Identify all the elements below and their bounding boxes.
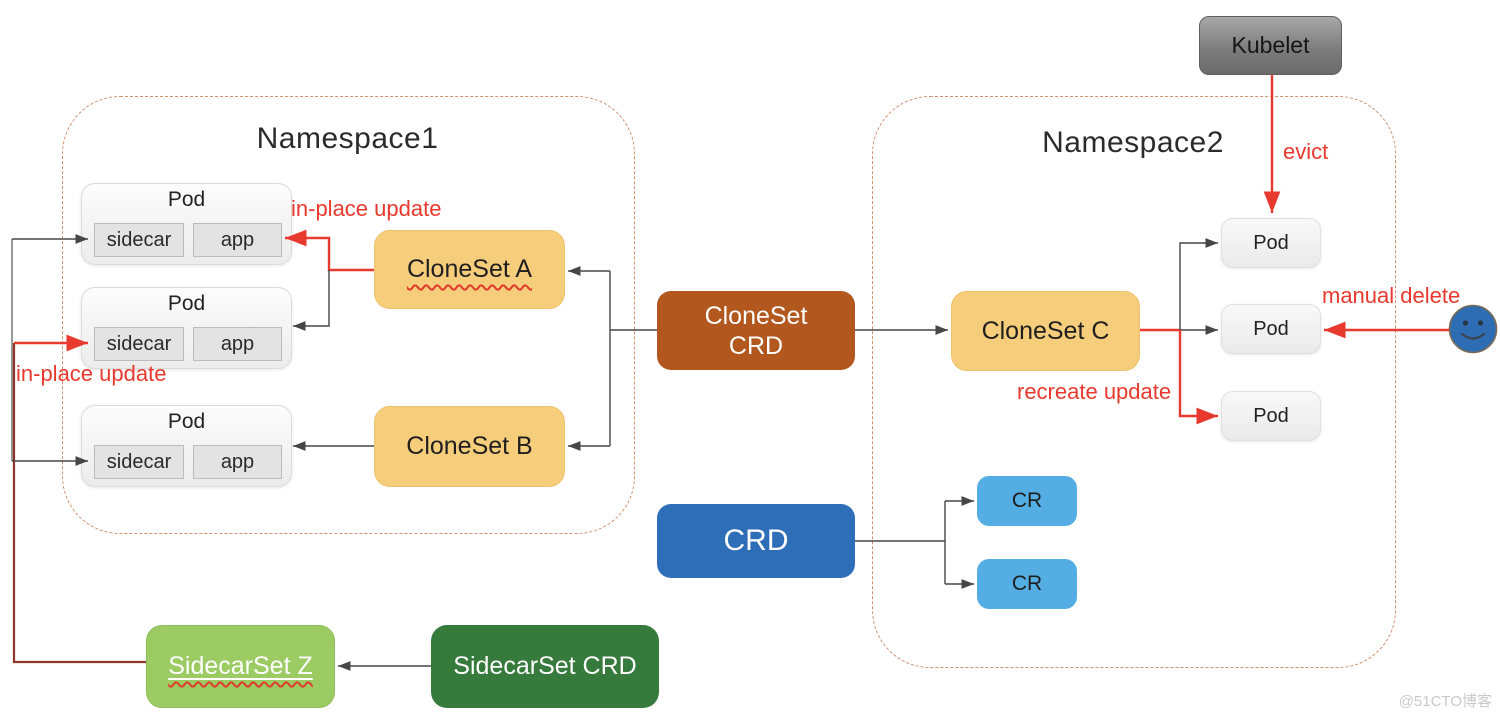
sidecarset-z-label: SidecarSet Z [168,652,313,680]
ns1-pod-1-title: Pod [167,188,206,211]
cloneset-a-label: CloneSet A [406,255,533,283]
ns1-pod-1-sidecar-container: sidecar [94,223,184,257]
manual-delete-label: manual delete [1322,283,1461,308]
in-place-update-label-left: in-place update [16,361,167,386]
cr-node-1: CR [977,476,1077,526]
ns1-pod-2: Pod sidecar app [81,287,292,369]
ns1-pod-2-app-container: app [193,327,282,361]
smiley-user-icon [1448,304,1498,354]
watermark: @51CTO博客 [1398,693,1492,710]
ns1-pod-1: Pod sidecar app [81,183,292,265]
ns1-pod-2-title: Pod [167,292,206,315]
ns1-pod-3-title: Pod [167,410,206,433]
ns2-pod-1: Pod [1221,218,1321,268]
evict-label: evict [1283,139,1329,164]
recreate-update-label: recreate update [1017,379,1172,404]
ns1-pod-2-sidecar-container: sidecar [94,327,184,361]
sidecarset-z-label-wrap: SidecarSet Z [168,652,313,681]
in-place-update-label-top: in-place update [291,196,442,221]
cloneset-b-node: CloneSet B [374,406,565,487]
sidecarset-crd-node: SidecarSet CRD [431,625,659,708]
namespace2-title: Namespace2 [1042,126,1224,159]
cloneset-a-node: CloneSet A [374,230,565,309]
ns1-pod-3-sidecar-container: sidecar [94,445,184,479]
cr-node-2: CR [977,559,1077,609]
sidecarset-z-node: SidecarSet Z [146,625,335,708]
cloneset-c-node: CloneSet C [951,291,1140,371]
ns1-pod-3-app-container: app [193,445,282,479]
ns1-pod-1-app-container: app [193,223,282,257]
ns2-pod-3: Pod [1221,391,1321,441]
namespace2-container [872,96,1396,668]
namespace1-title: Namespace1 [256,122,439,155]
crd-node: CRD [657,504,855,578]
ns1-pod-3: Pod sidecar app [81,405,292,487]
cloneset-crd-node: CloneSet CRD [657,291,855,370]
kubelet-node: Kubelet [1199,16,1342,75]
ns2-pod-2: Pod [1221,304,1321,354]
